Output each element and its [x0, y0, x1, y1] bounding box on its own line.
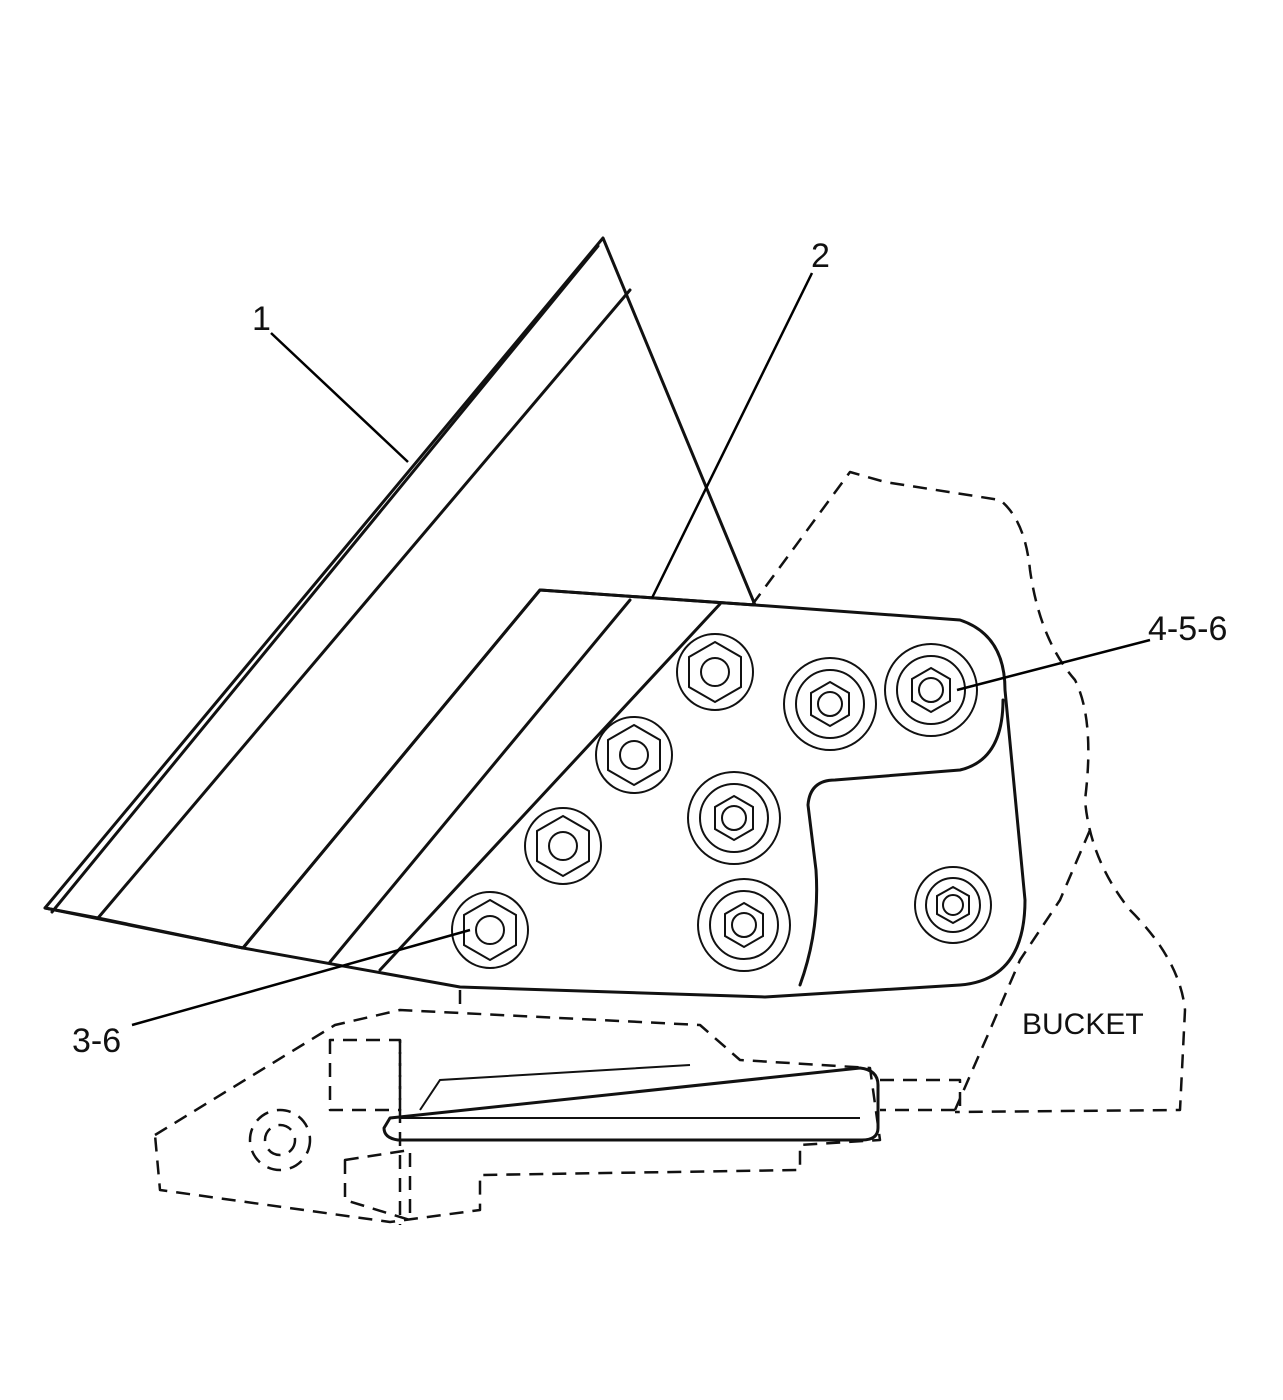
callout-1: 1: [252, 300, 271, 338]
bolt-3a: [676, 633, 754, 711]
bolt-4e: [914, 866, 992, 944]
bolt-4a: [783, 657, 877, 751]
callout-3-6: 3-6: [72, 1022, 121, 1060]
leader-4-5-6: [956, 638, 1151, 692]
tooth-pin: [382, 1064, 880, 1142]
cutting-edge: [43, 236, 757, 950]
callout-4-5-6: 4-5-6: [1148, 610, 1227, 648]
leader-1: [270, 332, 409, 463]
bucket-label: BUCKET: [1022, 1008, 1144, 1041]
bolt-3c: [524, 807, 602, 885]
callout-2: 2: [811, 237, 830, 275]
leader-2: [650, 272, 814, 599]
tooth-adapter: [153, 990, 962, 1225]
bolt-4b: [884, 643, 978, 737]
bolt-row-diagonal: [451, 633, 754, 969]
bucket-outline: [750, 470, 1187, 1114]
leader-3-6: [131, 928, 471, 1027]
bolt-4c: [687, 771, 781, 865]
bolt-3b: [595, 716, 673, 794]
wear-plate: [241, 588, 1027, 999]
bolt-3d: [451, 891, 529, 969]
bolt-4d: [697, 878, 791, 972]
bolt-cluster: [687, 643, 992, 972]
